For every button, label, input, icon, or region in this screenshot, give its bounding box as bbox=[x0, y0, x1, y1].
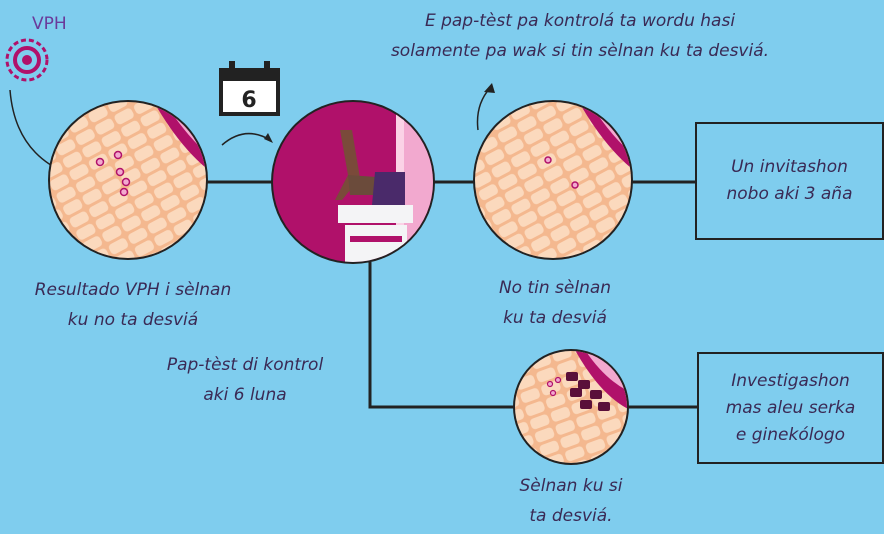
label-normal-line-2: ku ta desviá bbox=[503, 308, 607, 328]
calendar-arrow bbox=[221, 132, 271, 146]
invite-box-line-2: nobo aki 3 aña bbox=[726, 184, 853, 204]
normal-cells-circle bbox=[473, 100, 633, 260]
note-arrowhead bbox=[484, 83, 495, 93]
label-abnormal-line-2: ta desviá. bbox=[529, 506, 613, 526]
vph-label: VPH bbox=[32, 14, 67, 34]
gyn-box-line-3: e ginekólogo bbox=[735, 424, 846, 445]
calendar-arrowhead bbox=[264, 133, 273, 143]
connector-lines bbox=[206, 180, 697, 409]
label-control: Pap-tèst di kontrol aki 6 luna bbox=[135, 350, 355, 410]
calendar-icon: 6 bbox=[219, 61, 280, 116]
gynecologist-box: Investigashon mas aleu serka e ginekólog… bbox=[697, 352, 884, 464]
calendar-number: 6 bbox=[241, 88, 256, 113]
label-control-line-1: Pap-tèst di kontrol bbox=[166, 355, 324, 375]
invite-box: Un invitashon nobo aki 3 aña bbox=[695, 122, 884, 240]
gyn-box-line-2: mas aleu serka bbox=[725, 397, 856, 418]
label-abnormal-line-1: Sèlnan ku si bbox=[519, 476, 623, 496]
label-result-line-2: ku no ta desviá bbox=[67, 310, 199, 330]
connector-b-d bbox=[368, 262, 515, 409]
label-normal-line-1: No tin sèlnan bbox=[498, 278, 612, 298]
pap-test-scene-circle bbox=[271, 100, 435, 264]
label-result: Resultado VPH i sèlnan ku no ta desviá bbox=[8, 275, 258, 335]
label-abnormal: Sèlnan ku si ta desviá. bbox=[486, 471, 656, 531]
note-arrow bbox=[476, 87, 491, 131]
top-note-line-1: E pap-tèst pa kontrolá ta wordu hasi bbox=[424, 11, 736, 31]
label-control-line-2: aki 6 luna bbox=[203, 385, 287, 405]
gyn-box-line-1: Investigashon bbox=[731, 370, 850, 391]
virus-icon bbox=[5, 38, 49, 82]
invite-box-line-1: Un invitashon bbox=[731, 157, 848, 177]
top-note: E pap-tèst pa kontrolá ta wordu hasi sol… bbox=[330, 6, 830, 66]
abnormal-cells-circle bbox=[513, 349, 629, 465]
cells-with-vph-circle bbox=[48, 100, 208, 260]
top-note-line-2: solamente pa wak si tin sèlnan ku ta des… bbox=[390, 41, 770, 61]
label-normal: No tin sèlnan ku ta desviá bbox=[470, 273, 640, 333]
label-result-line-1: Resultado VPH i sèlnan bbox=[34, 280, 232, 300]
